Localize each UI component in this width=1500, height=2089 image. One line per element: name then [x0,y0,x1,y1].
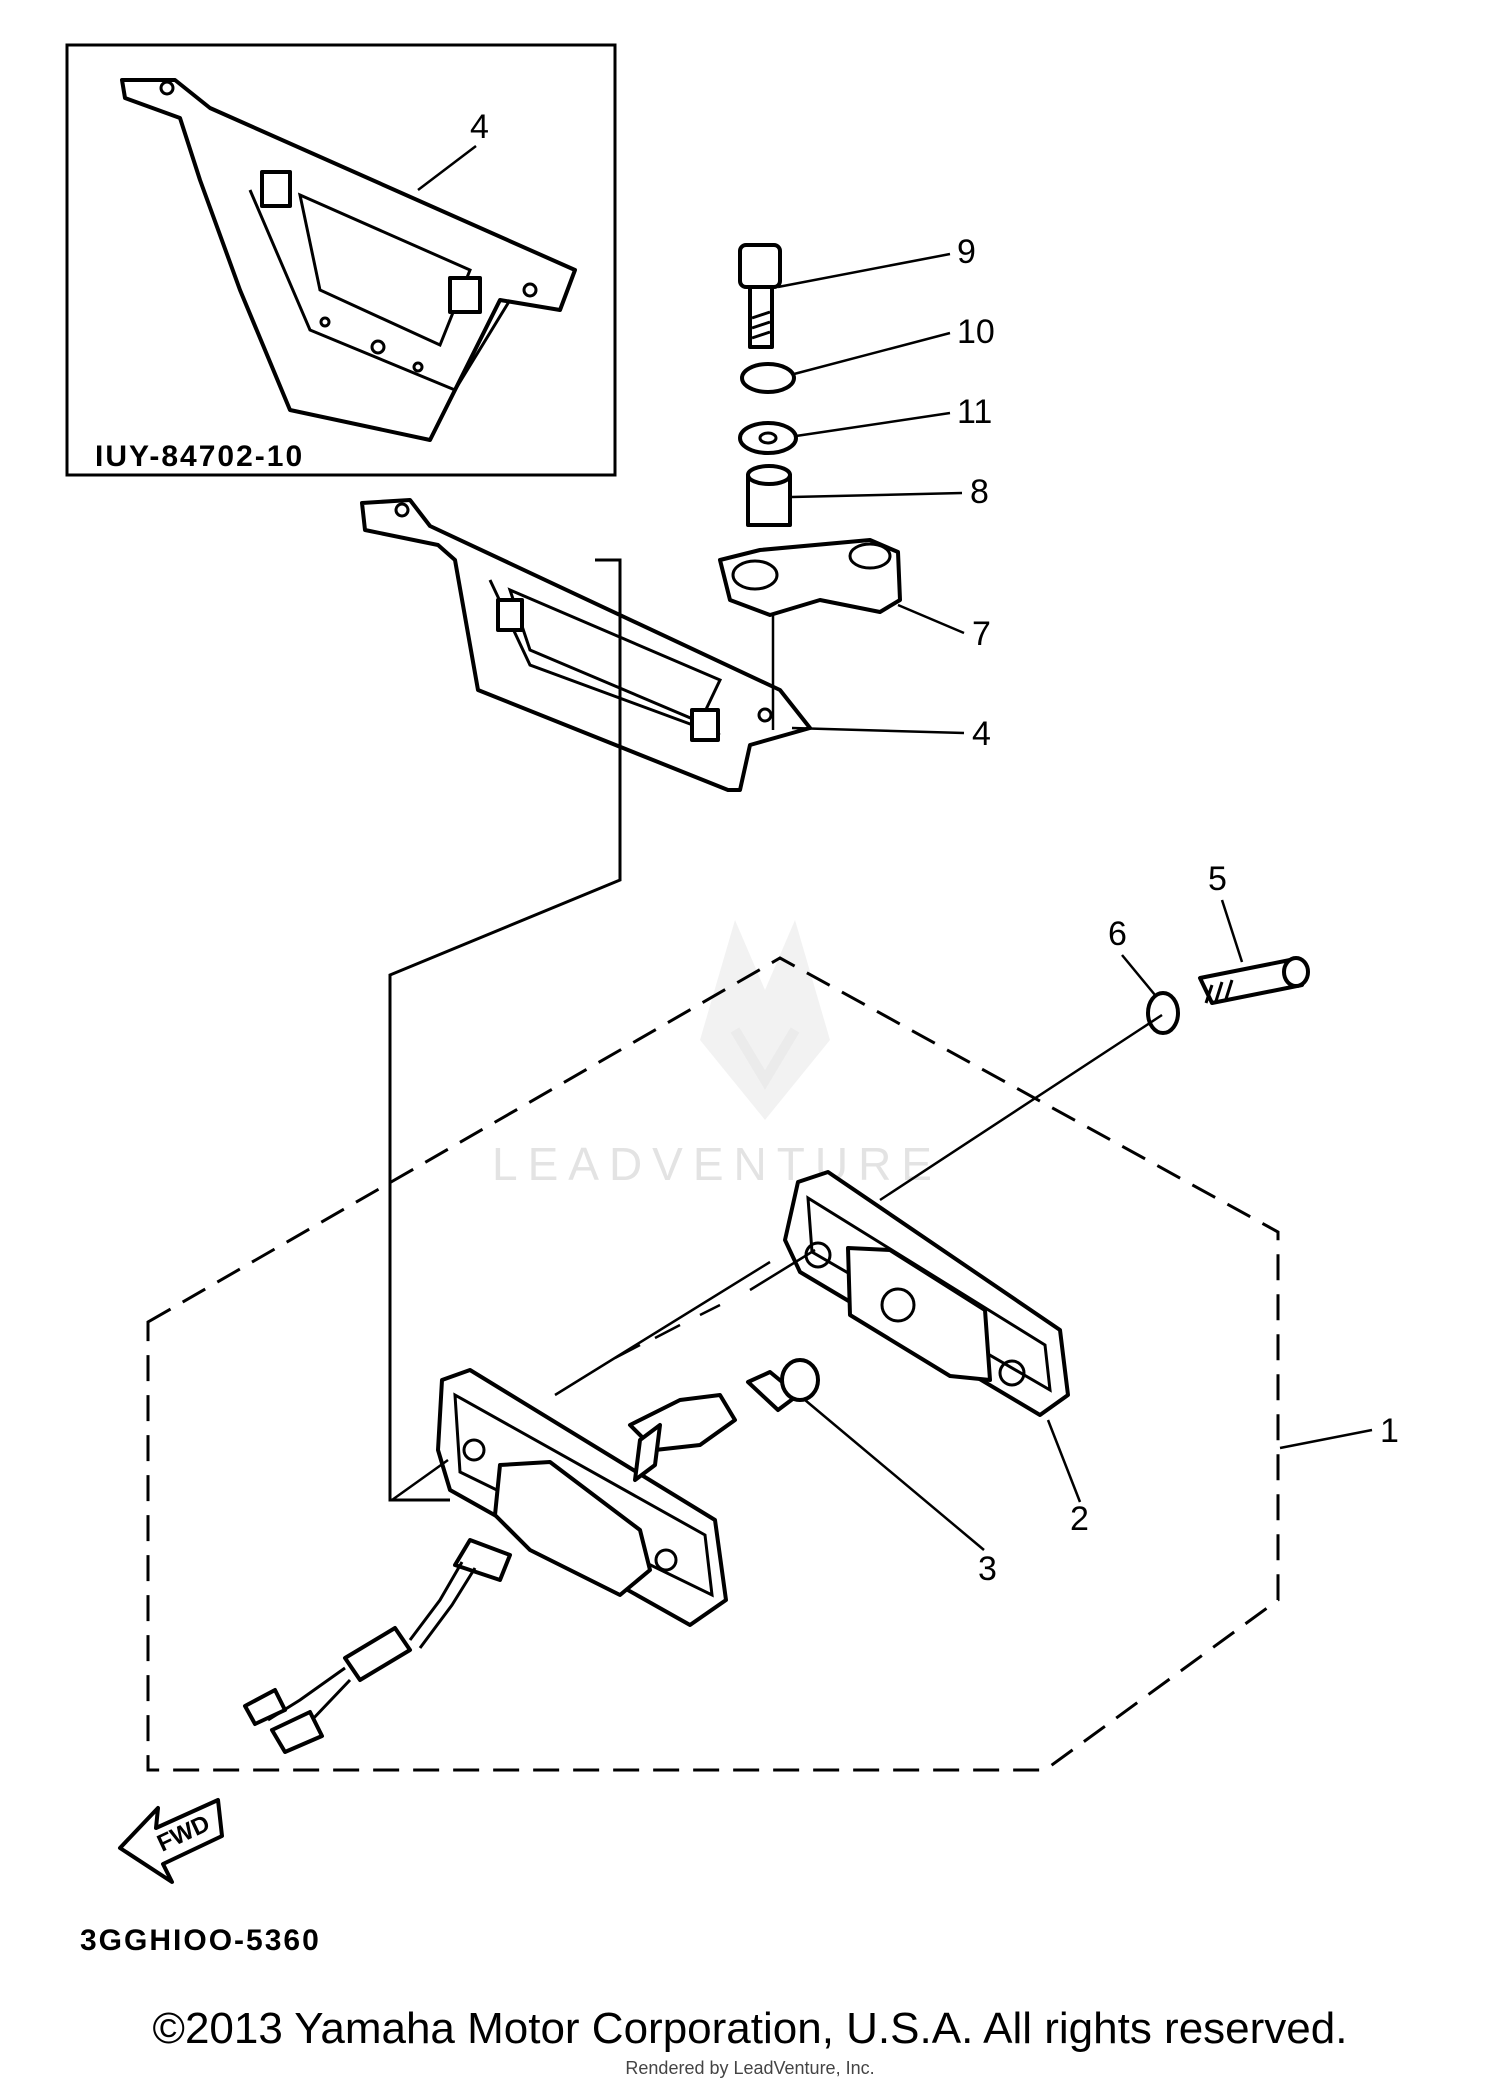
bracket-part-7 [718,538,902,617]
callout-7: 7 [972,615,991,653]
spring-washer-part-10 [740,362,796,394]
callout-10: 10 [957,313,995,351]
copyright-notice: ©2013 Yamaha Motor Corporation, U.S.A. A… [152,2004,1348,2053]
callout-3: 3 [978,1550,997,1588]
callout-6: 6 [1108,915,1127,953]
rendered-by-note: Rendered by LeadVenture, Inc. [625,2058,875,2078]
callout-11: 11 [957,393,992,431]
screw-part-5 [1198,956,1310,1005]
callout-8: 8 [970,473,989,511]
collar-part-8 [746,464,792,527]
fwd-arrow-icon: FWD [118,1798,224,1884]
diagram-code: 3GGHIOO-5360 [80,1924,321,1957]
bulb-part-3 [746,1358,820,1412]
inset-box: 4 IUY-84702-10 [65,43,617,477]
lens-part-2 [783,1170,1070,1417]
bolt-part-9 [738,243,782,349]
inset-bracket [120,78,577,442]
inset-callout-4: 4 [470,108,489,146]
assembly-outline [146,956,1280,1772]
watermark-logo [700,920,830,1120]
washer-part-6 [1146,991,1180,1035]
callout-1: 1 [1380,1412,1399,1450]
washer-part-11 [738,421,798,455]
housing-part-1 [243,1368,737,1754]
callout-2: 2 [1070,1500,1089,1538]
bracket-part-4 [360,498,812,792]
callout-5: 5 [1208,860,1227,898]
callout-4: 4 [972,715,991,753]
callout-9: 9 [957,233,976,271]
inset-part-code: IUY-84702-10 [95,440,304,473]
stay-line [388,558,622,1502]
watermark-text: LEADVENTURE [492,1138,942,1190]
